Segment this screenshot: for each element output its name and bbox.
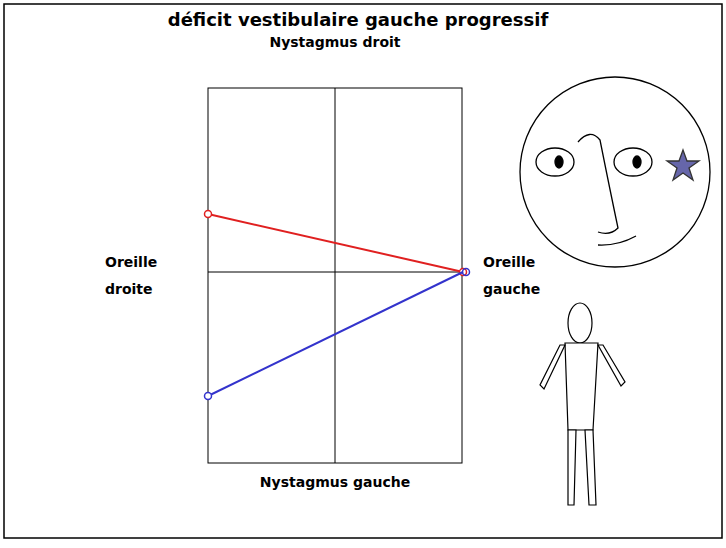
side-label: Oreille gauche [483,249,558,303]
graph-grid [208,88,462,463]
slide-title: déficit vestibulaire gauche progressif [168,9,548,31]
axis-label: Nystagmus droit [269,33,400,51]
red-curve [205,211,467,276]
blue-curve [205,269,470,400]
face-drawing [520,77,710,267]
axis-label: Nystagmus gauche [260,473,410,491]
side-label: Oreille droite [105,249,180,303]
slide-frame [4,4,722,538]
stick-figure [540,303,625,505]
